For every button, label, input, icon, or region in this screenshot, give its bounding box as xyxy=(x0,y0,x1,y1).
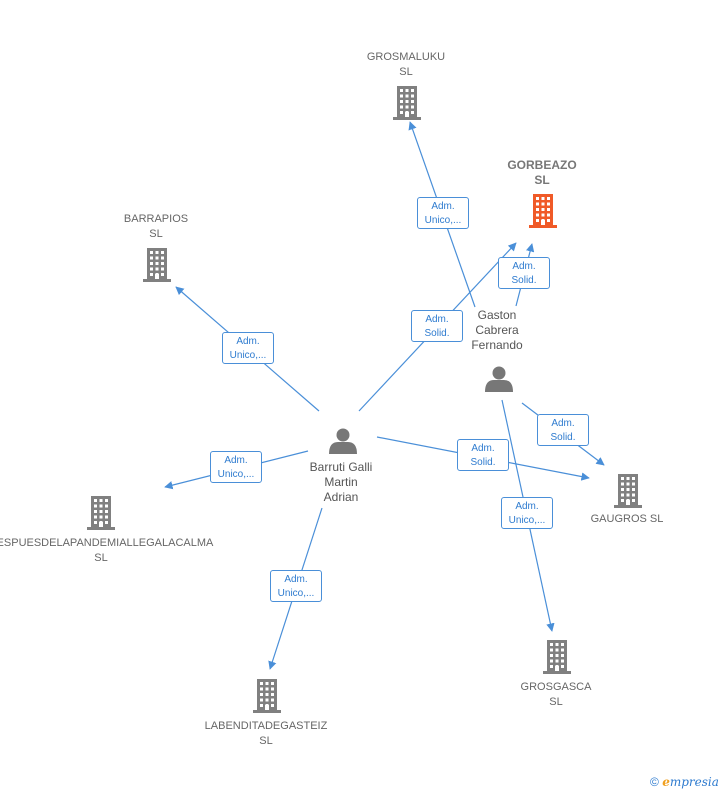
company-label-despues: DESPUESDELAPANDEMIALLEGALACALMA SL xyxy=(0,537,214,564)
building-icon xyxy=(253,679,281,713)
brand-logo: empresia xyxy=(662,775,719,789)
company-label-labenditadegasteiz: LABENDITADEGASTEIZ SL xyxy=(204,720,328,747)
person-label-gaston: Gaston Cabrera Fernando xyxy=(471,308,523,352)
company-label-gaugros: GAUGROS SL xyxy=(590,513,664,525)
edge-label-gaston-grosmaluku[interactable]: Adm. Unico,... xyxy=(417,197,469,229)
building-icon xyxy=(143,248,171,282)
edge-label-barruti-barrapios[interactable]: Adm. Unico,... xyxy=(222,332,274,364)
person-icon xyxy=(485,366,513,392)
edge-label-barruti-labenditadegasteiz[interactable]: Adm. Unico,... xyxy=(270,570,322,602)
person-icon xyxy=(329,428,357,454)
company-label-gorbeazo: GORBEAZO SL xyxy=(507,158,577,187)
edge-label-gaston-gaugros[interactable]: Adm. Solid. xyxy=(537,414,589,446)
edge-label-barruti-gaugros[interactable]: Adm. Solid. xyxy=(457,439,509,471)
building-icon xyxy=(543,640,571,674)
footer-brand: © empresia xyxy=(650,775,719,789)
person-label-barruti: Barruti Galli Martin Adrian xyxy=(309,460,373,504)
edge-label-gaston-gorbeazo[interactable]: Adm. Solid. xyxy=(498,257,550,289)
edge-label-barruti-gorbeazo[interactable]: Adm. Solid. xyxy=(411,310,463,342)
edge-label-barruti-despues[interactable]: Adm. Unico,... xyxy=(210,451,262,483)
copyright-symbol: © xyxy=(650,775,659,789)
company-label-grosgasca: GROSGASCA SL xyxy=(520,681,592,708)
edge-label-gaston-grosgasca[interactable]: Adm. Unico,... xyxy=(501,497,553,529)
building-icon xyxy=(614,474,642,508)
company-label-grosmaluku: GROSMALUKU SL xyxy=(366,51,446,78)
building-icon xyxy=(529,194,557,228)
company-label-barrapios: BARRAPIOS SL xyxy=(123,213,189,240)
building-icon xyxy=(393,86,421,120)
building-icon xyxy=(87,496,115,530)
